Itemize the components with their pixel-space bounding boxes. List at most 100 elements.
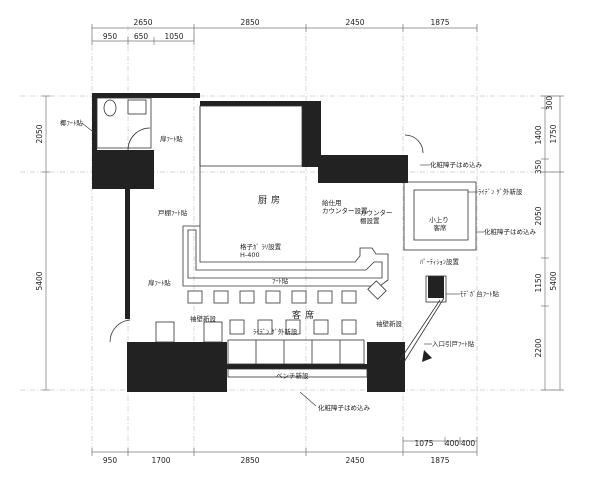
seat — [229, 319, 245, 335]
dim-bottom-sub-3: 400 — [461, 439, 476, 448]
dim-bottom-1: 950 — [103, 456, 118, 465]
counter-stool — [213, 290, 229, 304]
room-labels: 厨房 客席 小上り 客席 — [258, 194, 451, 321]
dim-bottom-2: 1700 — [151, 456, 170, 465]
raised-seating-label: 小上り 客席 — [429, 215, 451, 232]
counter-note-1-text-line: カウンター設置 — [322, 206, 368, 215]
left-dimension-chain: 2050 5400 — [35, 95, 50, 391]
kitchen-wall-right — [318, 155, 408, 183]
counter-note-1: 給仕用 カウンター設置 — [322, 198, 368, 215]
raised-seating-text: 小上り — [429, 215, 449, 224]
dim-bottom-sub-1: 1075 — [414, 439, 433, 448]
walls — [92, 93, 444, 392]
counter-stool — [265, 290, 281, 304]
raised-table — [413, 189, 469, 241]
grease-trap-note: 格子ｶﾞ ﾗﾘ設置 H-400 — [240, 242, 283, 259]
entrance-arrow-icon — [422, 350, 432, 362]
bench-strip — [227, 368, 368, 378]
bench-note: ベンチ新設 — [276, 371, 309, 380]
toilet-note: 椰ﾌｰﾄ貼 — [60, 118, 83, 127]
dim-bottom-4: 2450 — [345, 456, 364, 465]
dim-left-2: 5400 — [35, 271, 44, 290]
foot-tile-note: ﾌｰﾄ貼 — [272, 276, 289, 285]
toilet-wall-top — [92, 93, 156, 98]
counter-stool — [187, 290, 203, 304]
wall-new-note-1: 袖壁新設 — [190, 314, 217, 323]
table-left — [155, 321, 175, 343]
dim-right-4: 2050 — [534, 206, 543, 225]
shelf-note: 戸棚ﾌｰﾄ貼 — [158, 208, 188, 217]
bottom-wall — [227, 364, 367, 369]
counter-note-2-text: カウンター — [360, 208, 393, 217]
toilet-wall-left — [92, 93, 97, 189]
kitchen-label: 厨房 — [258, 194, 284, 206]
lighting-note-2: ﾗｲﾃﾞﾝ ｸﾞ外新設 — [253, 327, 298, 336]
dim-left-1: 2050 — [35, 124, 44, 143]
entry-pillar — [428, 276, 444, 298]
dim-right-outer-1: 1750 — [549, 124, 558, 143]
lighting-note-1: ﾗｲﾃﾞﾝ ｸﾞ外新設 — [478, 187, 523, 196]
kitchen-counter — [182, 225, 389, 287]
top-dimension-chain: 2650 2850 2450 1875 950 650 1050 — [91, 18, 478, 45]
dim-bottom-sub-2: 400 — [445, 439, 460, 448]
grease-trap-text: 格子ｶﾞ ﾗﾘ設置 — [240, 242, 282, 251]
seat — [313, 319, 329, 335]
toilet-room — [96, 97, 152, 149]
dim-bottom-5: 1875 — [430, 456, 449, 465]
dim-right-2: 1400 — [534, 125, 543, 144]
dim-bottom-3: 2850 — [240, 456, 259, 465]
toilet-block-bottom — [92, 150, 154, 189]
dim-right-outer-2: 5400 — [549, 271, 558, 290]
wall-new-note-2: 袖壁新設 — [376, 319, 403, 328]
entrance-slide-door — [403, 297, 445, 363]
kitchen-pillar — [302, 101, 321, 167]
grease-trap-text-line: H-400 — [240, 251, 260, 259]
counter-stool — [291, 290, 307, 304]
dim-top-1: 2650 — [133, 18, 152, 27]
entry-door-swing-icon — [109, 319, 131, 343]
seat — [285, 319, 301, 335]
shoji-top-note: 化粧障子はめ込み — [430, 160, 483, 169]
side-door-swing-icon — [404, 134, 424, 154]
dim-top-4: 1875 — [430, 18, 449, 27]
upper-left-wall — [154, 93, 200, 98]
bottom-left-block — [127, 342, 227, 392]
dim-right-5: 1150 — [534, 273, 543, 292]
dim-top-sub-1: 950 — [103, 32, 118, 41]
dim-right-3: 350 — [534, 160, 543, 175]
seat — [257, 319, 273, 335]
door-note-1: 扉ﾌｰﾄ貼 — [160, 134, 183, 143]
left-wall-lower — [125, 189, 130, 319]
dim-top-2: 2850 — [240, 18, 259, 27]
kitchen-wall-top — [200, 101, 318, 106]
shoji-right-note: 化粧障子はめ込み — [484, 227, 537, 236]
raised-seating-text-line: 客席 — [434, 223, 448, 232]
dim-right-6: 2200 — [534, 338, 543, 357]
dim-top-sub-3: 1050 — [164, 32, 183, 41]
grid-lines — [20, 26, 560, 455]
counter-note-2-text-line: 棚設置 — [360, 216, 380, 225]
counter-stool — [317, 290, 333, 304]
dim-right-1: 300 — [545, 96, 554, 111]
door-note-2: 扉ﾌｰﾄ貼 — [148, 278, 171, 287]
fixtures — [96, 97, 477, 378]
toilet-door-swing-icon — [127, 127, 151, 151]
table-left-2 — [203, 321, 223, 343]
raised-seating-area — [403, 181, 477, 251]
modega-note: ﾓﾃﾞｶﾞ台ﾌｰﾄ貼 — [460, 289, 500, 298]
shoji-bottom-note: 化粧障子はめ込み — [318, 403, 371, 412]
bottom-dimension-chain: 950 1700 2850 2450 1875 1075 400 400 — [91, 437, 478, 465]
wash-basin — [127, 99, 147, 115]
counter-note-2: カウンター 棚設置 — [360, 208, 395, 225]
partition-note: ﾊﾟｰﾃｨｼｮﾝ設置 — [420, 257, 460, 266]
counter-stool — [239, 290, 255, 304]
modega-stand — [425, 275, 447, 303]
booth-bench — [227, 339, 365, 365]
dim-top-sub-2: 650 — [134, 32, 149, 41]
seating-label: 客席 — [292, 309, 318, 321]
right-dimension-chain: 300 1400 350 2050 1150 2200 1750 5400 — [534, 96, 564, 391]
counter-note-1-text: 給仕用 — [322, 198, 342, 207]
annotations: 椰ﾌｰﾄ貼 扉ﾌｰﾄ貼 戸棚ﾌｰﾄ貼 扉ﾌｰﾄ貼 給仕用 カウンター設置 カウン… — [60, 118, 537, 412]
kitchen-area — [199, 105, 303, 167]
